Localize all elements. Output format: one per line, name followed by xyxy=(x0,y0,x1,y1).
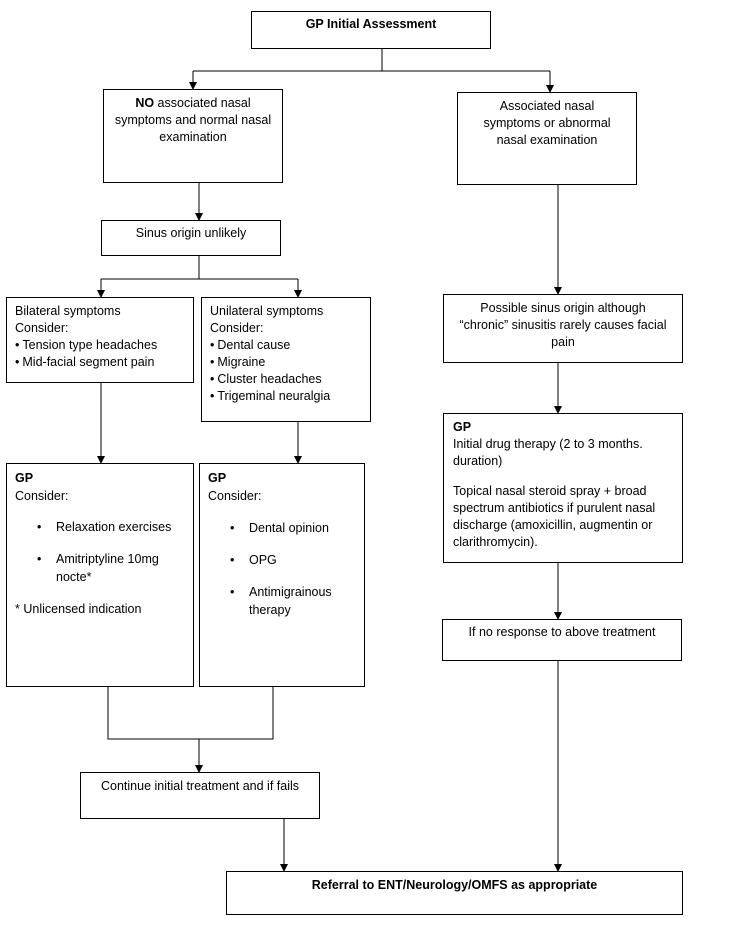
unlicensed-footnote: * Unlicensed indication xyxy=(15,602,142,616)
unilateral-item: Dental cause xyxy=(210,337,362,354)
possible-sinus-origin-text: Possible sinus origin although “chronic”… xyxy=(459,301,667,349)
unilateral-symptoms-box: Unilateral symptoms Consider: Dental cau… xyxy=(201,297,371,422)
referral-box: Referral to ENT/Neurology/OMFS as approp… xyxy=(226,871,683,915)
unilateral-item: Cluster headaches xyxy=(210,371,362,388)
no-response-box: If no response to above treatment xyxy=(442,619,682,661)
unilateral-item: Migraine xyxy=(210,354,362,371)
gp-left-box: GP Consider: Relaxation exercises Amitri… xyxy=(6,463,194,687)
gp-left-item: Relaxation exercises xyxy=(7,518,185,536)
gp-right-line2: Topical nasal steroid spray + broad spec… xyxy=(453,484,656,549)
unilateral-item: Trigeminal neuralgia xyxy=(210,388,362,405)
connector-unlikely-split xyxy=(101,256,298,280)
bilateral-symptoms-box: Bilateral symptoms Consider: Tension typ… xyxy=(6,297,194,383)
no-response-text: If no response to above treatment xyxy=(468,625,656,639)
possible-sinus-origin-box: Possible sinus origin although “chronic”… xyxy=(443,294,683,363)
gp-mid-item: Dental opinion xyxy=(200,519,356,537)
gp-initial-assessment-box: GP Initial Assessment xyxy=(251,11,491,49)
referral-text: Referral to ENT/Neurology/OMFS as approp… xyxy=(311,878,598,892)
gp-mid-box: GP Consider: Dental opinion OPG Antimigr… xyxy=(199,463,365,687)
gp-left-consider: Consider: xyxy=(15,489,69,503)
unilateral-title: Unilateral symptoms xyxy=(210,304,324,318)
continue-treatment-text: Continue initial treatment and if fails xyxy=(100,779,300,793)
gp-right-line1: Initial drug therapy (2 to 3 months. dur… xyxy=(453,437,643,468)
bilateral-title: Bilateral symptoms xyxy=(15,304,121,318)
gp-mid-consider: Consider: xyxy=(208,489,262,503)
sinus-unlikely-box: Sinus origin unlikely xyxy=(101,220,281,256)
bilateral-item: Mid-facial segment pain xyxy=(15,354,185,371)
gp-right-title: GP xyxy=(453,420,472,434)
no-emphasis: NO xyxy=(135,96,155,110)
gp-left-item: Amitriptyline 10mg nocte* xyxy=(7,550,185,586)
connector-gp-merge xyxy=(107,686,274,740)
continue-treatment-box: Continue initial treatment and if fails xyxy=(80,772,320,819)
gp-mid-item: Antimigrainous therapy xyxy=(200,583,356,619)
no-nasal-symptoms-box: NO associated nasal symptoms and normal … xyxy=(103,89,283,183)
gp-mid-item: OPG xyxy=(200,551,356,569)
bilateral-item: Tension type headaches xyxy=(15,337,185,354)
assoc-nasal-symptoms-text: Associated nasal symptoms or abnormal na… xyxy=(483,99,611,147)
connector-initial-split xyxy=(193,49,550,72)
no-nasal-symptoms-text: associated nasal symptoms and normal nas… xyxy=(114,96,272,144)
gp-right-box: GP Initial drug therapy (2 to 3 months. … xyxy=(443,413,683,563)
gp-left-title: GP xyxy=(15,471,34,485)
gp-initial-assessment-text: GP Initial Assessment xyxy=(305,17,437,31)
unilateral-consider: Consider: xyxy=(210,321,264,335)
gp-mid-title: GP xyxy=(208,471,227,485)
assoc-nasal-symptoms-box: Associated nasal symptoms or abnormal na… xyxy=(457,92,637,185)
bilateral-consider: Consider: xyxy=(15,321,69,335)
sinus-unlikely-text: Sinus origin unlikely xyxy=(135,226,247,240)
